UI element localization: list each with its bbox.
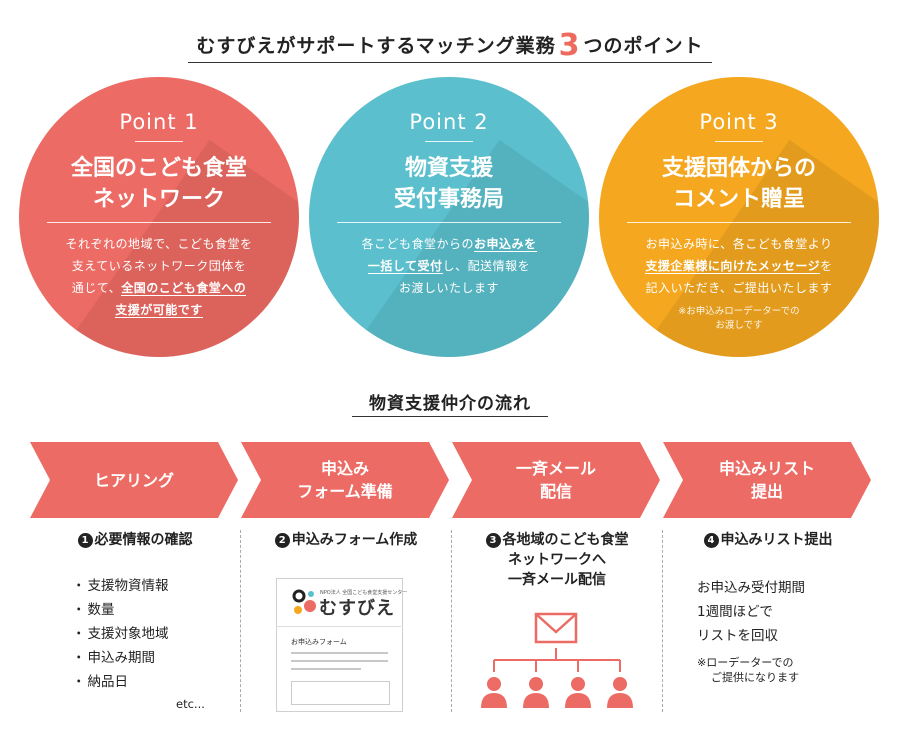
- point-3-label: Point 3: [699, 110, 779, 134]
- column-divider: [451, 530, 452, 712]
- person-icon: [481, 677, 507, 708]
- step-4-arrow: 申込みリスト提出: [663, 442, 871, 518]
- list-item: 支援対象地域: [72, 622, 169, 646]
- point-1-heading: 全国のこども食堂 ネットワーク: [70, 156, 247, 212]
- list-item: 申込み期間: [72, 646, 169, 670]
- musubie-logo-icon: [292, 589, 316, 614]
- step-2-label: 申込みフォーム準備: [297, 459, 393, 501]
- step-1-label: ヒアリング: [93, 470, 174, 490]
- list-item: 支援物資情報: [72, 574, 169, 598]
- point-2-body: 各こども食堂からのお申込みを 一括して受付し、配送情報を お渡しいたします: [361, 237, 537, 295]
- step-4-label: 申込みリスト提出: [718, 459, 815, 501]
- etc-text: etc...: [176, 697, 205, 711]
- point-2-label: Point 2: [409, 110, 489, 134]
- person-icon: [607, 677, 633, 708]
- step-1-arrow: ヒアリング: [30, 442, 238, 518]
- form-line: [291, 652, 388, 654]
- raw-data-note: ※ローデーターでの ご提供になります: [697, 656, 799, 684]
- step-3-label: 一斉メール配信: [515, 459, 596, 501]
- form-line: [291, 668, 361, 670]
- person-icon: [565, 677, 591, 708]
- point-1-label: Point 1: [119, 110, 199, 134]
- submission-info: お申込み受付期間 1週間ほどで リストを回収: [697, 580, 805, 644]
- form-separator: [276, 626, 401, 627]
- point-1-circle: Point 1 全国のこども食堂 ネットワーク それぞれの地域で、こども食堂を …: [19, 77, 299, 357]
- flow-title-underline: [352, 416, 548, 417]
- step-3-arrow: 一斉メール配信: [452, 442, 660, 518]
- required-info-list: 支援物資情報 数量 支援対象地域 申込み期間 納品日: [72, 574, 169, 694]
- point-3-note: ※お申込みローデーターでの お渡しです: [678, 306, 800, 331]
- title-underline: [188, 62, 712, 63]
- point-3-circle: Point 3 支援団体からの コメント贈呈 お申込み時に、各こども食堂より 支…: [599, 77, 879, 357]
- person-icon: [523, 677, 549, 708]
- flow-title: 物資支援仲介の流れ: [369, 394, 531, 414]
- list-item: 納品日: [72, 670, 169, 694]
- point-2-heading: 物資支援 受付事務局: [393, 156, 504, 212]
- form-line: [291, 660, 388, 662]
- form-input-box: [291, 681, 390, 705]
- point-3-body: お申込み時に、各こども食堂より 支援企業様に向けたメッセージを 記入いただき、ご…: [645, 237, 833, 295]
- list-item: 数量: [72, 598, 169, 622]
- envelope-icon: [534, 612, 578, 644]
- form-logo-text: むすびえ: [319, 598, 395, 619]
- column-divider: [240, 530, 241, 712]
- point-2-circle: Point 2 物資支援 受付事務局 各こども食堂からのお申込みを 一括して受付…: [309, 77, 589, 357]
- step-2-arrow: 申込みフォーム準備: [241, 442, 449, 518]
- mail-broadcast-diagram: [481, 612, 633, 708]
- form-label: お申込みフォーム: [291, 638, 347, 646]
- point-1-body: それぞれの地域で、こども食堂を 支えているネットワーク団体を 通じて、全国のこど…: [65, 237, 253, 318]
- form-mockup: [276, 578, 403, 712]
- point-3-heading: 支援団体からの コメント贈呈: [661, 156, 816, 212]
- column-divider: [662, 530, 663, 712]
- form-logo-subtitle: NPO法人 全国こども食堂支援センター: [320, 590, 408, 596]
